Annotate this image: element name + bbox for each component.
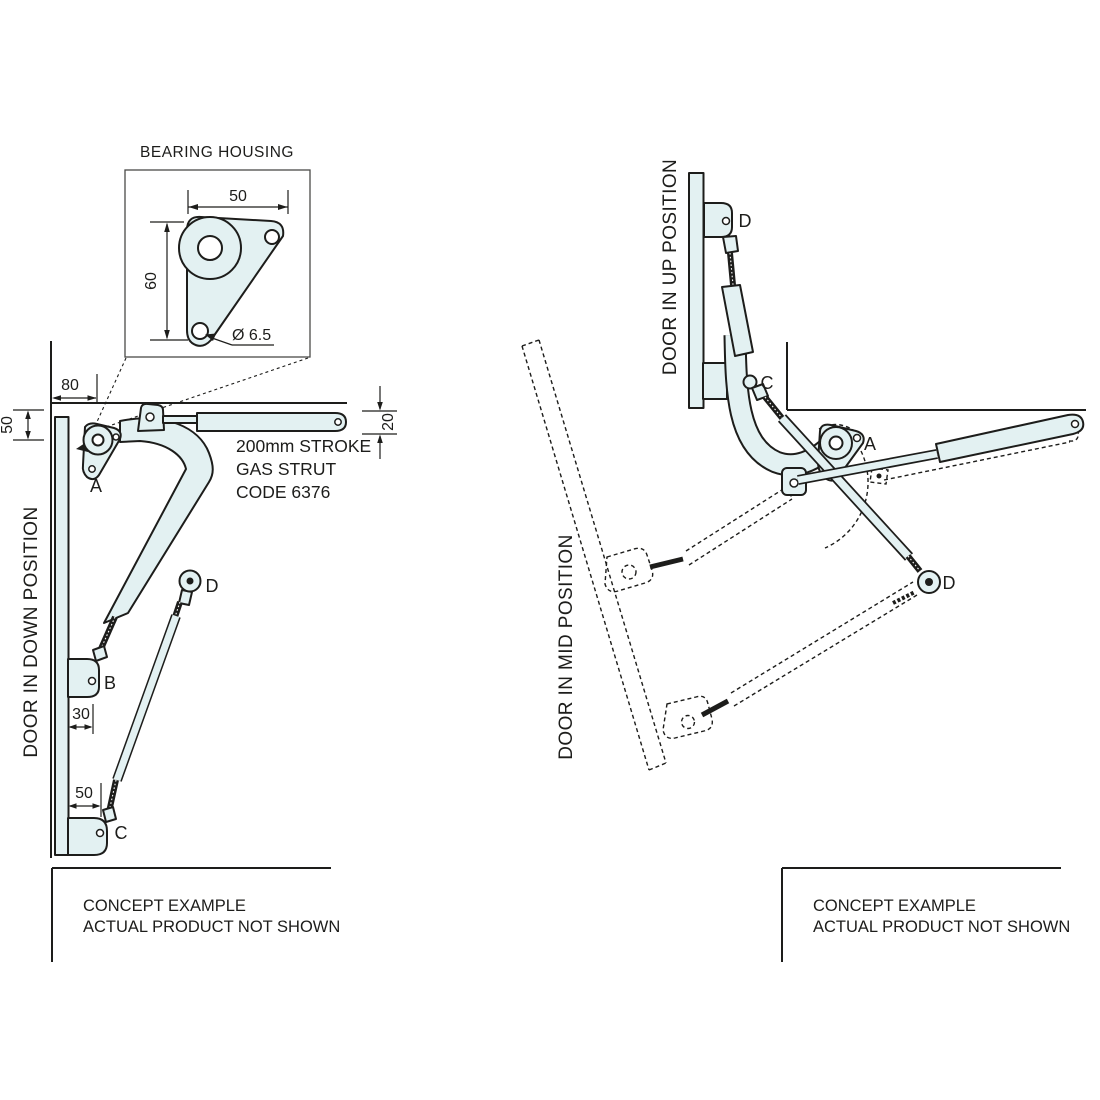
- gas-strut-rod: [162, 415, 198, 424]
- arm-c-boss: [742, 374, 758, 390]
- dim-50-bottom: 50: [68, 783, 102, 817]
- gas-strut-body-right: [935, 413, 1085, 463]
- gas-strut-eyelet: [334, 418, 342, 426]
- link-rod: [113, 614, 180, 782]
- lifting-arm: [103, 417, 214, 624]
- dim-80-label: 80: [61, 377, 79, 394]
- link-rod-up: [779, 415, 912, 560]
- mid-position-bracket-c-ghost: [662, 581, 918, 740]
- bracket-c-hole: [95, 828, 105, 838]
- side-label-mid-position: DOOR IN MID POSITION: [556, 534, 577, 759]
- point-label-d-pivot: D: [943, 573, 956, 593]
- point-label-d: D: [206, 576, 219, 596]
- point-label-d-top: D: [739, 211, 752, 231]
- gas-strut-eyelet: [1070, 419, 1080, 429]
- arm-top-clevis-hole: [145, 412, 155, 422]
- point-label-a: A: [90, 476, 102, 496]
- thread-hatch: [174, 601, 181, 618]
- lifting-arm-up: [725, 334, 834, 475]
- detail-center-hole: [197, 235, 223, 261]
- dim-50-top: 50: [0, 409, 44, 441]
- door-panel: [54, 416, 70, 856]
- bearing-center-hole: [91, 433, 105, 447]
- gas-strut-rod-up: [797, 450, 938, 484]
- detail-title: BEARING HOUSING: [140, 144, 294, 161]
- point-label-c: C: [761, 373, 774, 393]
- strut-note: 200mm STROKE GAS STRUT CODE 6376: [236, 436, 371, 502]
- bearing-plate-hole: [112, 433, 120, 441]
- gas-strut-body: [196, 412, 347, 432]
- strut-note-line1: 200mm STROKE: [236, 436, 371, 456]
- point-label-a: A: [864, 434, 876, 454]
- mid-position-bracket-b-ghost: [604, 485, 793, 593]
- bracket-d-hole: [721, 216, 731, 226]
- point-label-c: C: [115, 823, 128, 843]
- bearing-housing-detail: BEARING HOUSING 50 60: [124, 144, 311, 358]
- dim-30: 30: [68, 704, 94, 734]
- bearing-center-hole-up: [828, 435, 844, 451]
- clevis-end: [92, 645, 108, 662]
- mid-position-door-ghost: [521, 339, 667, 771]
- footer-right: CONCEPT EXAMPLE ACTUAL PRODUCT NOT SHOWN: [781, 867, 1070, 962]
- dim-20: 20: [362, 386, 397, 459]
- footer-line2: ACTUAL PRODUCT NOT SHOWN: [83, 918, 340, 936]
- side-label-down-position: DOOR IN DOWN POSITION: [21, 506, 42, 757]
- dim-50-top-label: 50: [0, 416, 16, 434]
- dim-80: 80: [52, 374, 98, 403]
- strut-note-line3: CODE 6376: [236, 482, 330, 502]
- detail-dim-50: 50: [187, 188, 289, 214]
- strut-note-line2: GAS STRUT: [236, 459, 336, 479]
- footer-left: CONCEPT EXAMPLE ACTUAL PRODUCT NOT SHOWN: [51, 867, 340, 962]
- clevis-end: [722, 235, 739, 254]
- bracket-b: [67, 658, 100, 698]
- thread-hatch: [99, 616, 116, 652]
- detail-bottom-hole: [191, 322, 209, 340]
- footer-line2: ACTUAL PRODUCT NOT SHOWN: [813, 918, 1070, 936]
- dim-20-label: 20: [380, 413, 397, 431]
- bearing-plate-hole: [852, 433, 862, 443]
- side-label-up-position: DOOR IN UP POSITION: [660, 159, 681, 375]
- dim-50-bottom-label: 50: [75, 785, 93, 802]
- detail-dim-50-label: 50: [229, 188, 247, 205]
- bearing-plate-hole: [88, 465, 96, 473]
- gas-strut-body-up: [721, 284, 754, 357]
- door-panel-up: [688, 172, 705, 409]
- thread-hatch: [729, 252, 734, 286]
- up-position-view: D C A D DOOR IN UP POSITION DOOR IN MID …: [521, 159, 1086, 962]
- door-mount-block: [702, 362, 728, 400]
- bracket-c: [67, 817, 108, 856]
- thread-hatch: [764, 396, 783, 419]
- detail-dim-60-label: 60: [143, 272, 160, 290]
- arm-end-bracket-hole: [789, 478, 799, 488]
- dim-30-label: 30: [72, 706, 90, 723]
- detail-top-hole: [264, 229, 280, 245]
- bracket-b-hole: [87, 676, 97, 686]
- thread-hatch: [907, 555, 921, 572]
- ghost-threaded-rod: [700, 698, 730, 718]
- detail-hole-label: Ø 6.5: [232, 327, 271, 344]
- detail-hole-callout: Ø 6.5: [205, 327, 274, 346]
- detail-dim-60: 60: [143, 221, 188, 341]
- detail-leader-line: [95, 357, 127, 425]
- ball-end-d-pin: [925, 578, 933, 586]
- down-position-view: 80 50 20 30: [0, 341, 397, 962]
- footer-line1: CONCEPT EXAMPLE: [83, 897, 246, 915]
- thread-hatch: [108, 779, 117, 813]
- ghost-threaded-rod: [649, 556, 684, 570]
- ball-end-d-pin: [186, 577, 194, 585]
- clevis-end: [102, 806, 117, 823]
- point-label-b: B: [104, 673, 116, 693]
- footer-line1: CONCEPT EXAMPLE: [813, 897, 976, 915]
